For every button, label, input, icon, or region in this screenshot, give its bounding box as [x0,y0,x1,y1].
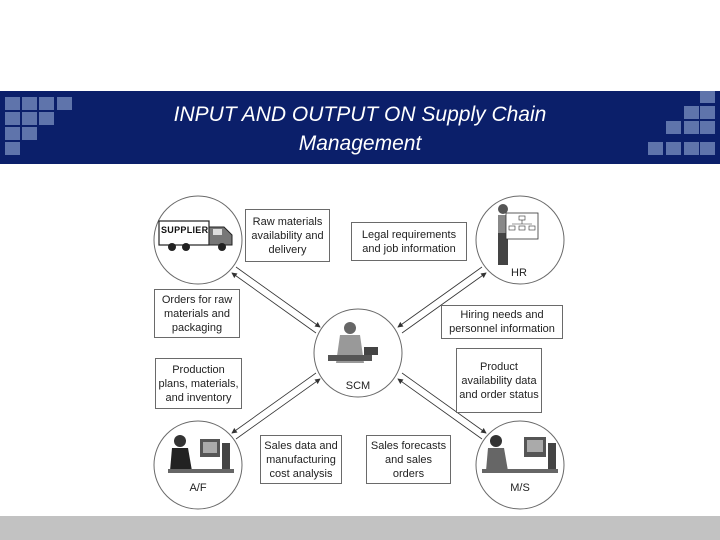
decor-square [22,127,37,140]
decor-square [39,97,54,110]
raw-materials-box: Raw materials availability and delivery [245,209,330,262]
ms-label: M/S [510,482,530,494]
decor-square [648,142,663,155]
decor-square [5,127,20,140]
decor-square [700,121,715,134]
title-banner [0,91,720,164]
scm-worker-icon [328,322,378,363]
orders-raw-materials-box: Orders for raw materials and packaging [154,289,240,338]
decor-square [5,142,20,155]
title-line-1: INPUT AND OUTPUT ON Supply Chain [173,103,547,126]
footer-bar [0,516,720,540]
hr-person-icon [498,204,539,265]
sales-data-box: Sales data and manufacturing cost analys… [260,435,342,484]
decor-square [22,112,37,125]
decor-square [39,112,54,125]
decor-square [666,121,681,134]
decor-square [5,97,20,110]
diagram-connectors [153,195,565,510]
hr-label: HR [511,267,527,279]
product-availability-box: Product availability data and order stat… [456,348,542,413]
sales-forecasts-box: Sales forecasts and sales orders [366,435,451,484]
decor-square [700,91,715,103]
truck-icon [158,220,233,251]
decor-square [5,112,20,125]
af-person-icon [168,435,234,473]
scm-label: SCM [345,380,371,392]
decor-square [666,142,681,155]
decor-square [684,121,699,134]
decor-square [684,142,699,155]
page-title: INPUT AND OUTPUT ON Supply Chain Managem… [100,100,620,158]
supplier-logo: SUPPLIER [161,225,209,235]
production-plans-box: Production plans, materials, and invento… [155,358,242,409]
scm-diagram: SUPPLIER HR SCM A/F M/S Raw materials av… [150,195,570,515]
decor-square [700,142,715,155]
decor-square [700,106,715,119]
decor-square [22,97,37,110]
af-label: A/F [189,482,207,494]
hiring-needs-box: Hiring needs and personnel information [441,305,563,339]
ms-person-icon [482,435,558,473]
legal-requirements-box: Legal requirements and job information [351,222,467,261]
title-line-2: Management [298,132,422,155]
decor-square [684,106,699,119]
decor-square [57,97,72,110]
